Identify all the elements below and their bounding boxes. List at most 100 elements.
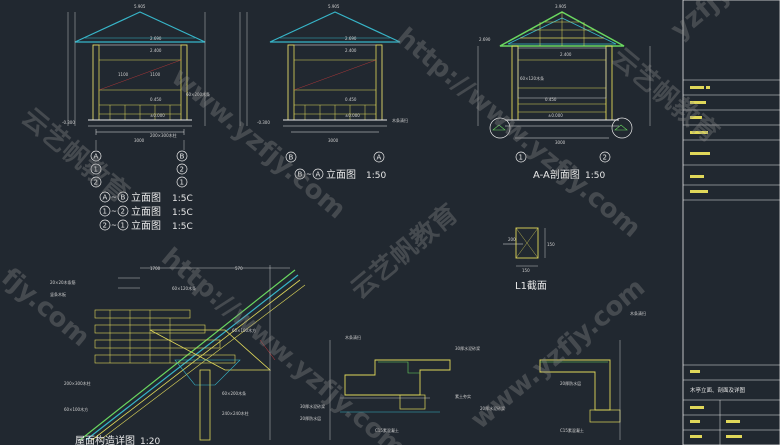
svg-text:1:5C: 1:5C (172, 194, 193, 204)
svg-text:2: 2 (121, 208, 125, 216)
svg-text:B: B (121, 194, 126, 202)
svg-text:0.450: 0.450 (345, 97, 357, 102)
svg-text:±0.000: ±0.000 (150, 113, 165, 118)
svg-text:0.450: 0.450 (150, 97, 162, 102)
watermark: yzfjy (665, 0, 737, 45)
svg-text:C15素混凝土: C15素混凝土 (375, 427, 399, 433)
svg-text:~: ~ (111, 222, 117, 230)
svg-text:~: ~ (306, 171, 312, 179)
svg-text:±0.000: ±0.000 (345, 113, 360, 118)
svg-text:1:5C: 1:5C (172, 208, 193, 218)
svg-text:200: 200 (508, 237, 516, 242)
svg-text:-0.300: -0.300 (257, 120, 270, 125)
svg-text:60×200木条: 60×200木条 (186, 91, 210, 97)
watermark: 云艺帆教育 (606, 42, 726, 149)
svg-text:1:20: 1:20 (140, 437, 160, 445)
svg-text:木条清扫: 木条清扫 (392, 117, 408, 123)
svg-text:立面图: 立面图 (131, 191, 161, 204)
svg-text:5.905: 5.905 (328, 4, 340, 9)
svg-text:1: 1 (94, 166, 98, 174)
svg-text:2.690: 2.690 (345, 36, 357, 41)
svg-text:150: 150 (547, 242, 555, 247)
svg-text:A: A (103, 194, 108, 202)
svg-text:1700: 1700 (150, 266, 161, 271)
svg-text:1: 1 (519, 154, 523, 162)
elevation-title: 立面图 (326, 168, 356, 181)
svg-text:3000: 3000 (555, 140, 566, 145)
svg-text:-0.300: -0.300 (62, 120, 75, 125)
svg-text:2: 2 (94, 179, 98, 187)
svg-text:立面图: 立面图 (131, 205, 161, 218)
svg-text:C15素混凝土: C15素混凝土 (560, 427, 584, 433)
svg-text:木条清扫: 木条清扫 (630, 310, 646, 316)
watermark: fjy.com (0, 262, 95, 352)
svg-text:3000: 3000 (328, 138, 339, 143)
roof-detail: 20×20木条筋 竖条木板 60×120木条 60×100木方 200×300木… (50, 265, 306, 445)
svg-text:2: 2 (103, 222, 107, 230)
watermark: www.yzfjy.com (166, 62, 352, 225)
svg-text:240×240木柱: 240×240木柱 (222, 410, 249, 416)
svg-text:200×300木柱: 200×300木柱 (150, 132, 177, 138)
section-a-a: 2.690 3.905 2.400 0.450 ±0.000 3000 60×1… (477, 4, 651, 181)
base-detail: 木条清扫 20厚防水层 C15素混凝土 (539, 310, 646, 440)
svg-text:1100: 1100 (150, 72, 161, 77)
section-title: A-A剖面图 (533, 168, 580, 181)
drawing-name: 木亭立面、剖面及详图 (690, 386, 746, 394)
svg-text:20×20木条筋: 20×20木条筋 (50, 279, 76, 285)
l1-title: L1截面 (515, 279, 547, 292)
svg-text:2.690: 2.690 (150, 36, 162, 41)
svg-text:B: B (289, 154, 294, 162)
svg-text:木条清扫: 木条清扫 (345, 334, 361, 340)
step-detail: 木条清扫 30厚水泥砂浆 素土夯实 30厚水泥砂浆 20厚防水层 C15素混凝土… (300, 334, 505, 440)
svg-text:20厚水泥砂浆: 20厚水泥砂浆 (480, 405, 505, 411)
svg-text:~: ~ (111, 194, 117, 202)
watermark: 云艺帆教育 (16, 102, 136, 209)
svg-text:2.400: 2.400 (345, 48, 357, 53)
svg-text:1100: 1100 (118, 72, 129, 77)
svg-text:1:50: 1:50 (585, 171, 605, 181)
svg-text:1:50: 1:50 (366, 171, 386, 181)
svg-text:2: 2 (180, 166, 184, 174)
svg-text:570: 570 (235, 266, 243, 271)
svg-text:2.690: 2.690 (479, 37, 491, 42)
svg-text:1: 1 (180, 179, 184, 187)
svg-text:20厚防水层: 20厚防水层 (560, 380, 581, 386)
svg-text:200×300木柱: 200×300木柱 (64, 380, 91, 386)
svg-text:3000: 3000 (134, 138, 145, 143)
svg-text:30厚水泥砂浆: 30厚水泥砂浆 (300, 403, 325, 409)
watermark: 云艺帆教育 (345, 198, 465, 305)
svg-text:60×120木条: 60×120木条 (172, 285, 196, 291)
roof-detail-title: 屋面构造详图 (75, 434, 135, 445)
svg-text:立面图: 立面图 (131, 219, 161, 232)
svg-text:30厚水泥砂浆: 30厚水泥砂浆 (455, 345, 480, 351)
svg-text:2.400: 2.400 (150, 48, 162, 53)
svg-text:60×100木方: 60×100木方 (64, 406, 88, 412)
ridge-elev-label: 5.905 (134, 4, 146, 9)
watermark: www.yzfjy.com (465, 273, 651, 436)
svg-text:2: 2 (603, 154, 607, 162)
l1-section-detail: 150 150 200 L1截面 (503, 227, 555, 292)
axis-bubble: A (94, 153, 99, 161)
svg-text:1: 1 (121, 222, 125, 230)
svg-text:素土夯实: 素土夯实 (455, 393, 471, 399)
elevation-a-b: 5.905 2.690 2.400 0.450 ±0.000 -0.300 30… (62, 4, 210, 188)
svg-text:60×100木方: 60×100木方 (232, 327, 256, 333)
svg-text:A: A (316, 171, 321, 179)
svg-text:0.450: 0.450 (545, 97, 557, 102)
svg-text:3.905: 3.905 (555, 4, 567, 9)
svg-text:1:5C: 1:5C (172, 222, 193, 232)
svg-text:B: B (298, 171, 303, 179)
svg-text:A: A (377, 154, 382, 162)
svg-text:150: 150 (522, 268, 530, 273)
title-block: 木亭立面、剖面及详图 (682, 0, 780, 445)
svg-text:竖条木板: 竖条木板 (50, 291, 66, 297)
svg-text:±0.000: ±0.000 (548, 113, 563, 118)
svg-text:~: ~ (111, 208, 117, 216)
svg-text:B: B (180, 153, 185, 161)
svg-text:1: 1 (103, 208, 107, 216)
elevation-b-a: 5.905 2.690 2.400 0.450 ±0.000 -0.300 30… (239, 4, 408, 181)
svg-text:20厚防水层: 20厚防水层 (300, 415, 321, 421)
elevation-legend: A ~ B 立面图 1:5C 1 ~ 2 立面图 1:5C 2 ~ 1 立面图 … (99, 191, 193, 232)
svg-text:2.400: 2.400 (560, 52, 572, 57)
